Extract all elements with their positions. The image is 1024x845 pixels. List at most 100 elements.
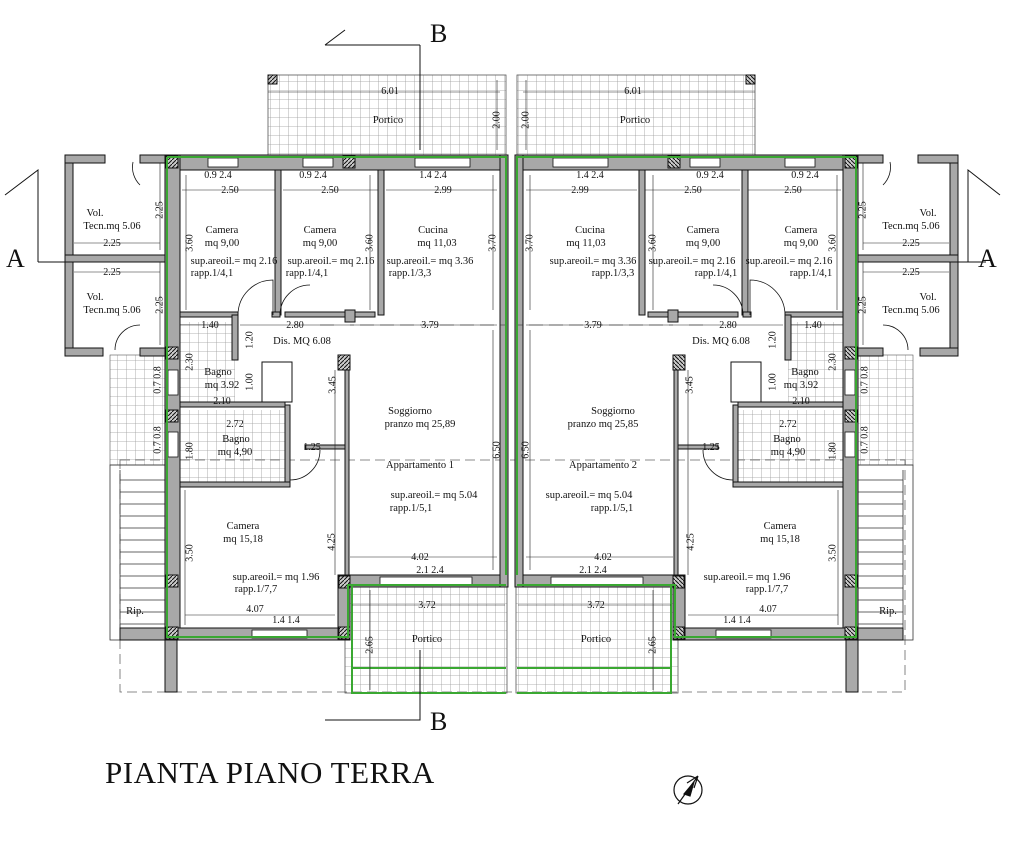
dimension-label: 2.72 [779, 419, 797, 430]
dimension-label: 4.25 [326, 533, 337, 551]
north-arrow-icon [673, 775, 703, 805]
dimension-label: 0.9 2.4 [696, 170, 724, 181]
dimension-label: 2.72 [226, 419, 244, 430]
room-label-portico_top-name: Portico [620, 115, 650, 126]
room-label-bagno2-area: mq 4,90 [218, 447, 252, 458]
dimension-label: 2.65 [647, 636, 658, 654]
dimension-label: 2.99 [434, 185, 452, 196]
room-label-cucina-area: mq 11,03 [417, 238, 456, 249]
room-label-camera1-area: mq 9,00 [205, 238, 239, 249]
dimension-label: 1.25 [303, 442, 321, 453]
room-label-camera1-sup: sup.areoil.= mq 2.16 [746, 256, 833, 267]
section-lines [4, 29, 1001, 721]
room-label-bagno1-area: mq 3.92 [784, 380, 818, 391]
dimension-label: 2.80 [286, 320, 304, 331]
dimension-label: 2.10 [213, 396, 231, 407]
room-label-camera2-name: Camera [304, 225, 337, 236]
dimension-label: 2.99 [571, 185, 589, 196]
dimension-label: 2.25 [154, 201, 165, 219]
room-label-vol1-area: Tecn.mq 5.06 [882, 221, 939, 232]
room-label-camera2-sup: sup.areoil.= mq 2.16 [649, 256, 736, 267]
dimension-label: 2.50 [784, 185, 802, 196]
room-label-camera3-area: mq 15,18 [223, 534, 263, 545]
dimension-label: 0.7 0.8 [152, 426, 163, 454]
room-label-camera2-name: Camera [687, 225, 720, 236]
room-label-camera3-name: Camera [227, 521, 260, 532]
dimension-label: 3.45 [684, 376, 695, 394]
dimension-label: 0.7 0.8 [152, 366, 163, 394]
dimension-label: 1.20 [767, 331, 778, 349]
room-label-soggiorno-sup: sup.areoil.= mq 5.04 [546, 490, 633, 501]
dimension-label: 1.40 [804, 320, 822, 331]
room-label-cucina-sup: sup.areoil.= mq 3.36 [550, 256, 637, 267]
dimension-label: 3.79 [584, 320, 602, 331]
room-label-soggiorno-rapp: rapp.1/5,1 [591, 503, 634, 514]
room-label-portico_top-name: Portico [373, 115, 403, 126]
dimension-label: 1.25 [702, 442, 720, 453]
dimension-label: 4.25 [685, 533, 696, 551]
dimension-label: 3.45 [327, 376, 338, 394]
dimension-label: 0.9 2.4 [299, 170, 327, 181]
room-label-cucina-area: mq 11,03 [566, 238, 605, 249]
dimension-label: 2.10 [792, 396, 810, 407]
room-label-soggiorno-area: pranzo mq 25,89 [385, 419, 456, 430]
room-label-portico_bottom-name: Portico [412, 634, 442, 645]
dimension-label: 2.30 [184, 353, 195, 371]
section-b-top-label: B [430, 19, 447, 48]
dimension-label: 1.4 2.4 [419, 170, 447, 181]
roof-outline [119, 459, 906, 693]
dimension-label: 0.7 0.8 [859, 426, 870, 454]
dimension-label: 2.25 [857, 201, 868, 219]
room-label-camera2-sup: sup.areoil.= mq 2.16 [288, 256, 375, 267]
dimension-label: 1.80 [827, 442, 838, 460]
dimension-label: 3.50 [827, 544, 838, 562]
dimension-label: 2.25 [103, 267, 121, 278]
dimension-label: 1.4 2.4 [576, 170, 604, 181]
room-label-bagno2-name: Bagno [773, 434, 800, 445]
dimension-label: 3.60 [364, 234, 375, 252]
room-label-camera1-rapp: rapp.1/4,1 [191, 268, 234, 279]
dimension-label: 6.50 [520, 441, 531, 459]
room-label-camera2-rapp: rapp.1/4,1 [695, 268, 738, 279]
dimension-label: 0.7 0.8 [859, 366, 870, 394]
room-label-camera1-area: mq 9,00 [784, 238, 818, 249]
room-label-soggiorno-name: Soggiorno [591, 406, 635, 417]
dimension-label: 1.20 [244, 331, 255, 349]
section-b-bottom-label: B [430, 707, 447, 736]
apartment-name: Appartamento 1 [386, 460, 454, 471]
dimension-label: 2.00 [491, 111, 502, 129]
room-label-bagno2-name: Bagno [222, 434, 249, 445]
room-label-dis-name: Dis. MQ 6.08 [273, 336, 331, 347]
dimension-label: 2.50 [684, 185, 702, 196]
room-label-camera3-name: Camera [764, 521, 797, 532]
room-label-camera3-rapp: rapp.1/7,7 [746, 584, 789, 595]
room-label-vol1-name: Vol. [919, 208, 936, 219]
dimension-label: 4.07 [759, 604, 777, 615]
dimension-label: 2.30 [827, 353, 838, 371]
room-label-camera3-sup: sup.areoil.= mq 1.96 [704, 572, 791, 583]
room-label-cucina-rapp: rapp.1/3,3 [592, 268, 635, 279]
room-label-bagno1-name: Bagno [791, 367, 818, 378]
apartment-name: Appartamento 2 [569, 460, 637, 471]
room-label-camera3-rapp: rapp.1/7,7 [235, 584, 278, 595]
dimension-label: 2.25 [154, 296, 165, 314]
dimension-label: 1.4 1.4 [723, 615, 751, 626]
dimension-label: 3.72 [587, 600, 605, 611]
room-label-dis-name: Dis. MQ 6.08 [692, 336, 750, 347]
dimension-label: 0.9 2.4 [204, 170, 232, 181]
room-label-vol2-name: Vol. [919, 292, 936, 303]
dimension-label: 3.60 [647, 234, 658, 252]
dimension-label: 2.50 [321, 185, 339, 196]
dimension-label: 1.40 [201, 320, 219, 331]
dimension-label: 1.00 [767, 373, 778, 391]
room-label-camera3-sup: sup.areoil.= mq 1.96 [233, 572, 320, 583]
room-label-camera2-area: mq 9,00 [686, 238, 720, 249]
dimension-label: 3.60 [184, 234, 195, 252]
dimension-label: 3.70 [487, 234, 498, 252]
dimension-label: 2.00 [520, 111, 531, 129]
room-label-soggiorno-sup: sup.areoil.= mq 5.04 [391, 490, 478, 501]
dimension-label: 2.25 [857, 296, 868, 314]
dimension-label: 2.1 2.4 [579, 565, 607, 576]
room-label-portico_bottom-name: Portico [581, 634, 611, 645]
